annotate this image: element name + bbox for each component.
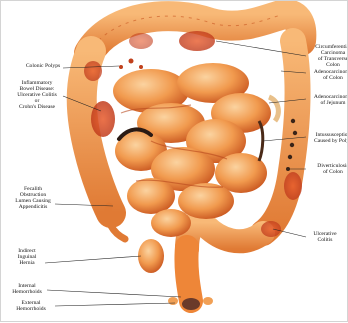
- label-ulcerative-colitis: Ulcerative Colitis: [307, 231, 343, 243]
- label-intussusception: Intussusception Caused by Polyp: [307, 132, 347, 144]
- label-external-hemorrhoids: External Hemorrhoids: [3, 300, 59, 312]
- rectum: [186, 247, 191, 301]
- label-internal-hemorrhoids: Internal Hemorrhoids: [3, 283, 51, 295]
- label-adenocarcinoma-jejunum: Adenocarcinoma of Jejunum: [307, 94, 347, 106]
- hernia-sac: [138, 239, 164, 273]
- small-intestine: [113, 63, 271, 237]
- label-ibd: Inflammatory Bowel Disease: Ulcerative C…: [5, 80, 69, 110]
- label-diverticulosis: Diverticulosis of Colon: [307, 163, 347, 175]
- label-colonic-polyps: Colonic Polyps: [15, 63, 71, 69]
- label-adenocarcinoma-colon: Adenocarcinoma of Colon: [307, 69, 347, 81]
- label-hernia: Indirect Inguinal Hernia: [7, 248, 47, 266]
- label-circumferential-carcinoma: Circumferential Carcinoma of Transverse …: [307, 44, 347, 68]
- right-label-column: Circumferential Carcinoma of Transverse …: [301, 1, 347, 321]
- descending-colon: [263, 41, 297, 233]
- label-fecalith: Fecalith Obstruction Lumen Causing Appen…: [5, 186, 61, 210]
